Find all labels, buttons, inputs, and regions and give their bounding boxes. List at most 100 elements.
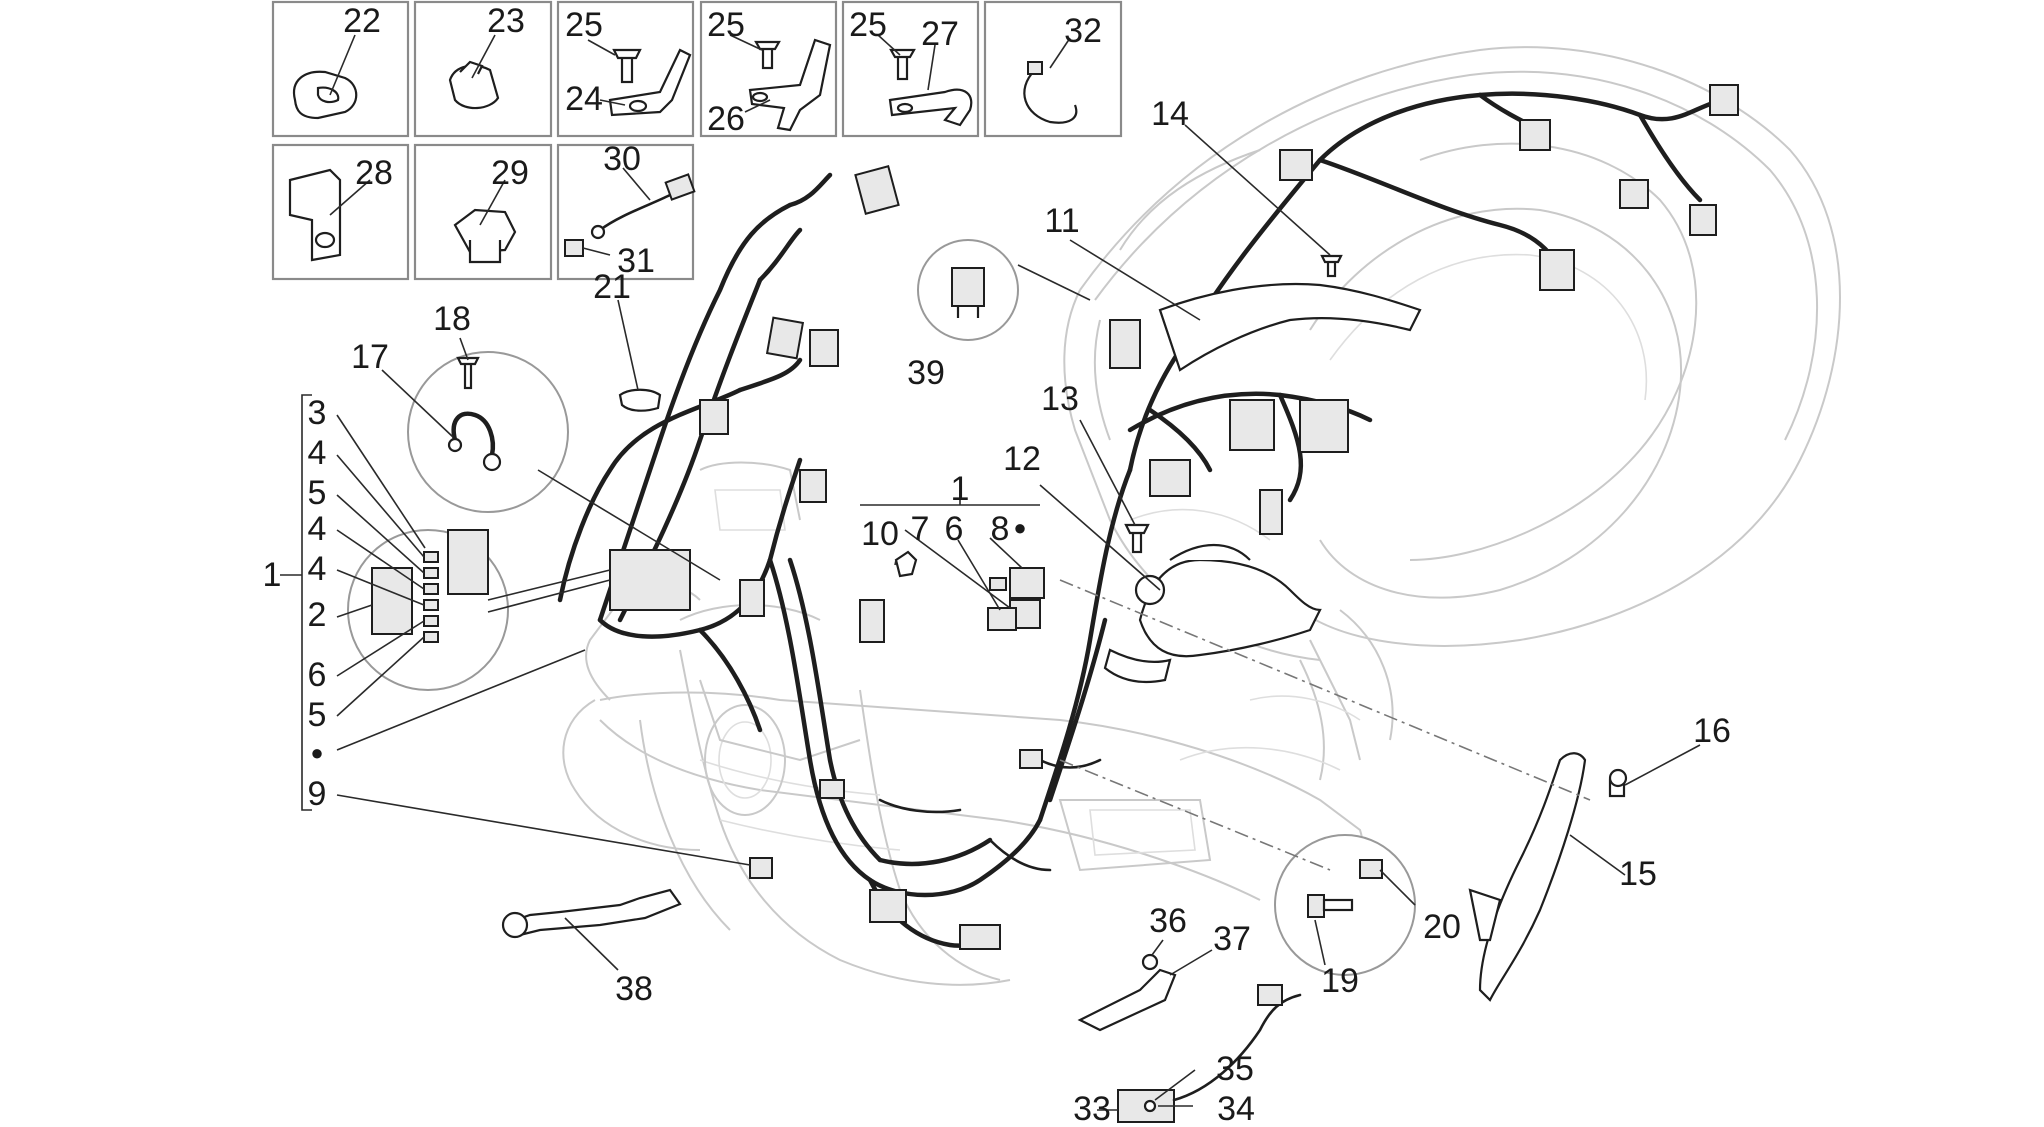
callout-6-b: 6: [945, 510, 964, 548]
callout-1-a: 1: [263, 556, 282, 594]
clamp-21-icon: [618, 388, 662, 412]
grommet-31-icon: [564, 239, 584, 257]
bracket-37-icon: [1077, 968, 1177, 1032]
callout-20: 20: [1423, 908, 1461, 946]
screw-13-head-icon: [1124, 523, 1150, 535]
connector-h-icon: [1109, 319, 1141, 369]
fuse-6-icon: [423, 615, 439, 627]
callout-32: 32: [1064, 12, 1102, 50]
washer-35-icon: [1143, 1099, 1157, 1113]
connector-o-icon: [1709, 84, 1739, 116]
housing-12-lip-icon: [1169, 543, 1251, 561]
connector-c-icon: [809, 329, 839, 367]
connector-g-icon: [739, 579, 765, 617]
relay-8-icon: [1009, 567, 1045, 599]
clip-9-icon: [749, 857, 773, 879]
callout-31: 31: [617, 242, 655, 280]
callout-28: 28: [355, 154, 393, 192]
callout-5-b: 5: [308, 696, 327, 734]
connector-b-icon: [765, 316, 805, 360]
callout-4-a: 4: [308, 434, 327, 472]
callout-21: 21: [593, 268, 631, 306]
connector-m-icon: [1519, 119, 1551, 151]
callout-14: 14: [1151, 95, 1189, 133]
fuse-block-2-icon: [371, 567, 413, 635]
callout-9: 9: [308, 775, 327, 813]
callout-22: 22: [343, 2, 381, 40]
fuse-5b-icon: [423, 631, 439, 643]
parts-33-37: [1077, 953, 1302, 1123]
relay-6-icon: [987, 607, 1017, 631]
part-sketches: [288, 38, 1078, 264]
callout-7: 7: [911, 510, 930, 548]
leader-lines: [329, 34, 1701, 1111]
callout-24: 24: [565, 80, 603, 118]
dashed-centerlines: [1059, 579, 1591, 871]
connector-t-icon: [959, 924, 1001, 950]
nut-36-icon: [1141, 953, 1159, 971]
cable-tie-32-head-icon: [1027, 61, 1043, 75]
connector-w-icon: [1259, 489, 1283, 535]
fuse-4c-icon: [423, 599, 439, 611]
relay-39-icon: [951, 267, 985, 307]
connector-i-icon: [1229, 399, 1275, 451]
callout-10: 10: [861, 515, 899, 553]
bracket-24-icon: [608, 48, 692, 117]
part-15-16: [1468, 752, 1628, 1002]
screw-18-icon: [463, 360, 473, 390]
callout-27: 27: [921, 15, 959, 53]
fuse-box-unit-icon: [609, 549, 691, 611]
connector-p-icon: [1539, 249, 1575, 291]
cable-17-lug-b-icon: [482, 452, 502, 472]
holder-29-base-icon: [468, 240, 502, 264]
screw-18-head-icon: [456, 356, 480, 366]
small-screws: [1124, 254, 1343, 554]
bracket-26-hole-icon: [751, 91, 769, 103]
strap-15-hook-icon: [1468, 888, 1502, 942]
callout-30: 30: [603, 140, 641, 178]
callout-4-c: 4: [308, 550, 327, 588]
callout-4-b: 4: [308, 510, 327, 548]
cap-20-icon: [1359, 859, 1383, 879]
callout-29: 29: [491, 154, 529, 192]
fuse-19-body-icon: [1322, 898, 1354, 912]
clip-22-hole-icon: [316, 86, 340, 104]
callout-35: 35: [1216, 1050, 1254, 1088]
callout-37: 37: [1213, 920, 1251, 958]
parts-box-row-1: [271, 0, 1123, 138]
callout-3: 3: [308, 394, 327, 432]
callout-19: 19: [1321, 962, 1359, 1000]
connector-q-icon: [1689, 204, 1717, 236]
bracket-38-plug-icon: [501, 911, 529, 939]
detail-circle-17-18-frame: [407, 351, 569, 513]
callout-34: 34: [1217, 1090, 1255, 1127]
harness-connectors: [609, 84, 1739, 950]
connector-d-icon: [699, 399, 729, 435]
callout-labels: 22 23 25 24 25 26 25 27 32 28 29 30 31 1…: [263, 2, 1731, 1127]
bracket-28-hole-icon: [314, 231, 336, 249]
bracket-27-icon: [888, 88, 973, 127]
clamp-23-icon: [448, 64, 500, 110]
callout-25-b: 25: [707, 6, 745, 44]
screw-16-head-icon: [1608, 768, 1628, 788]
connector-a-icon: [854, 165, 900, 215]
housing-12-icon: [1138, 558, 1322, 658]
callout-25-c: 25: [849, 6, 887, 44]
callout-11: 11: [1044, 202, 1079, 240]
detail-circle-39: [917, 239, 1019, 341]
connector-u-icon: [869, 889, 907, 923]
callout-2: 2: [308, 596, 327, 634]
callout-1-b: 1: [951, 470, 970, 508]
connector-k-icon: [1149, 459, 1191, 497]
clip-7-icon: [989, 577, 1007, 591]
callout-12: 12: [1003, 440, 1041, 478]
callout-15: 15: [1619, 855, 1657, 893]
callout-16: 16: [1693, 712, 1731, 750]
connector-n-icon: [1619, 179, 1649, 209]
fuse-4a-icon: [423, 551, 439, 563]
screw-14-head-icon: [1320, 254, 1343, 264]
callout-5-a: 5: [308, 474, 327, 512]
callout-38: 38: [615, 970, 653, 1008]
part-38: [501, 888, 682, 939]
